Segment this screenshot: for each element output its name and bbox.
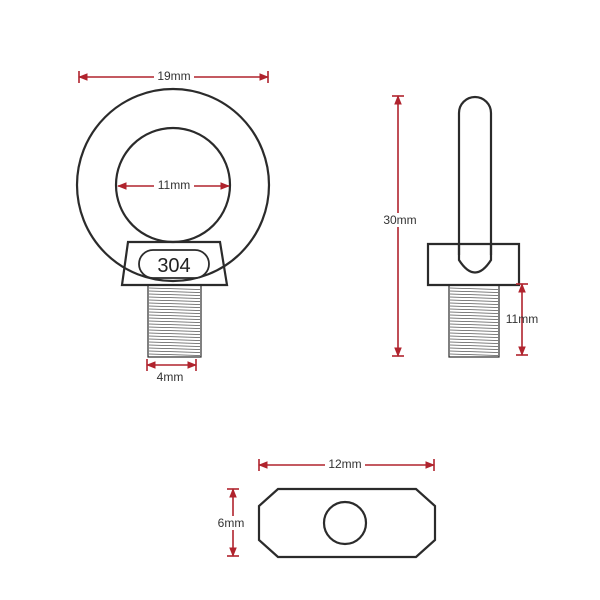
base-hole [322,500,368,546]
thread-line [148,341,201,344]
thread-line [449,287,499,290]
thread-line [449,353,499,356]
thread-line [449,338,499,341]
thread-line [148,305,201,308]
thread-line [148,317,201,320]
thread-line [449,311,499,314]
thread-line [148,344,201,347]
thread-line [148,338,201,341]
thread-line [148,335,201,338]
side-eye-lower [457,244,493,274]
thread-line [449,308,499,311]
thread-line [449,302,499,305]
thread-line [449,317,499,320]
thread-line [148,323,201,326]
dim-thread-diameter: 4mm [146,359,197,384]
side-thread-shank [448,284,500,358]
thread-line [148,314,201,317]
side-view [426,95,521,358]
stamp-badge [138,249,210,279]
thread-line [148,299,201,302]
dim-outer-diameter-label: 19mm [157,69,190,83]
thread-line [449,344,499,347]
base-plate [257,487,437,559]
dim-inner-diameter-label: 11mm [158,178,190,192]
thread-line [148,290,201,293]
thread-line [449,350,499,353]
thread-line [148,311,201,314]
dim-thread-diameter-label: 4mm [157,370,184,384]
side-thread-lines [449,287,499,356]
thread-line [148,332,201,335]
thread-line [449,329,499,332]
eye-ring-outer [75,87,271,283]
thread-line [449,323,499,326]
dim-thread-length: 11mm [506,283,538,356]
dim-base-length-label: 12mm [328,457,361,471]
thread-line [449,305,499,308]
thread-line [148,353,201,356]
dim-base-width: 6mm [214,488,252,557]
thread-line [148,329,201,332]
dim-inner-diameter: 11mm [117,178,230,192]
dim-base-length: 12mm [258,457,435,471]
base-view [257,487,437,559]
thread-line [148,293,201,296]
dim-total-height-label: 30mm [383,213,416,227]
dim-total-height: 30mm [380,95,420,357]
thread-line [148,308,201,311]
thread-line [449,290,499,293]
thread-line [148,287,201,290]
thread-line [449,332,499,335]
thread-line [148,320,201,323]
thread-line [449,314,499,317]
dim-outer-diameter: 19mm [78,69,269,83]
front-thread-lines [148,287,201,356]
front-thread-shank [147,284,202,358]
thread-line [449,293,499,296]
side-collar [426,242,521,287]
thread-line [148,296,201,299]
thread-line [148,350,201,353]
front-view: 304 [75,87,271,358]
stamp-text: 304 [157,255,190,277]
thread-line [449,347,499,350]
dim-thread-length-label: 11mm [506,312,538,326]
side-eye-profile [457,95,493,255]
thread-line [148,302,201,305]
thread-line [449,326,499,329]
thread-line [449,296,499,299]
thread-line [148,347,201,350]
thread-line [449,299,499,302]
thread-line [449,341,499,344]
thread-line [449,335,499,338]
thread-line [449,320,499,323]
thread-line [148,326,201,329]
dim-base-width-label: 6mm [218,516,245,530]
front-collar [120,240,229,287]
